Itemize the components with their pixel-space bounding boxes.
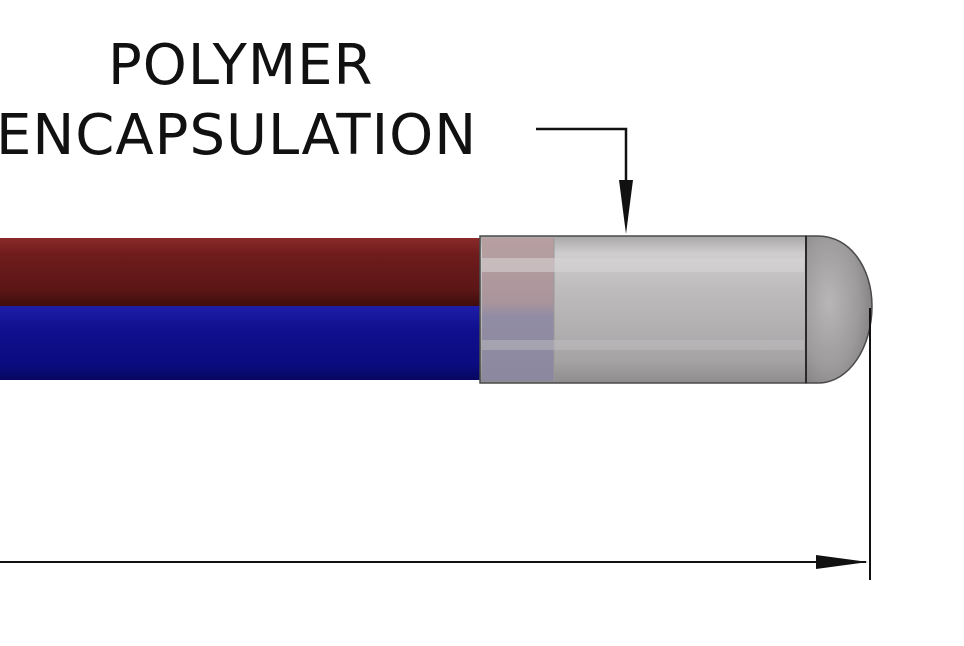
dimension-arrowhead [816, 555, 868, 569]
wire-blue [0, 306, 482, 380]
encapsulation-end-cap [805, 235, 873, 384]
label-line-encapsulation: ENCAPSULATION [0, 103, 477, 168]
label-line-polymer: POLYMER [108, 33, 373, 98]
callout-leader-line [536, 127, 628, 214]
tube-highlight [482, 258, 804, 272]
tube-highlight-lower [482, 340, 804, 350]
wire-red [0, 238, 482, 306]
callout-arrowhead [619, 180, 633, 234]
